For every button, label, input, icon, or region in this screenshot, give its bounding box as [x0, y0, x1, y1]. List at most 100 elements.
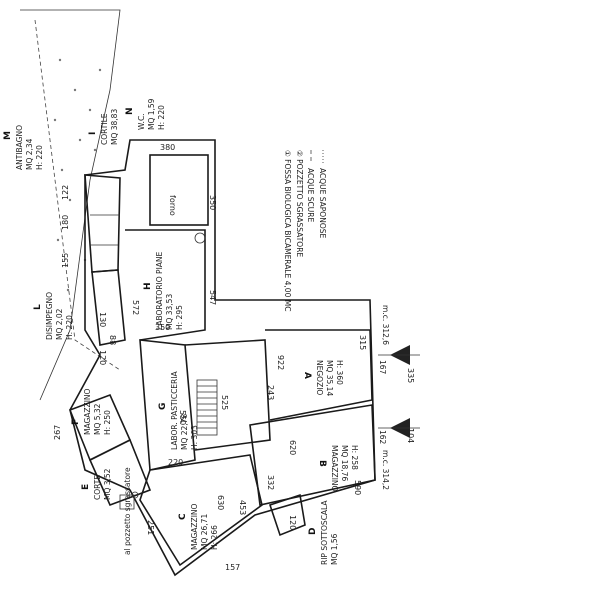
svg-text:MAGAZZINO: MAGAZZINO [83, 388, 92, 435]
svg-text:MAGAZZINO: MAGAZZINO [190, 503, 199, 550]
svg-text:MQ 26,71: MQ 26,71 [200, 514, 209, 550]
svg-text:CORTILE: CORTILE [100, 113, 109, 145]
svg-text:MQ 3,52: MQ 3,52 [103, 468, 112, 500]
svg-text:157: 157 [225, 563, 240, 572]
entrance-lines [378, 354, 420, 429]
svg-text:MQ 5,32: MQ 5,32 [93, 403, 102, 435]
svg-text:H: 360: H: 360 [335, 360, 344, 385]
vent-symbol-icon [194, 232, 206, 244]
room-c-label: C MAGAZZINO MQ 26,71 H: 266 [178, 503, 219, 550]
room-m-label: M ANTIBAGNO MQ 2,34 H: 220 [3, 125, 44, 170]
room-e-label: E CORTE MQ 3,52 [81, 468, 112, 500]
svg-text:332: 332 [266, 475, 275, 490]
staircase [196, 379, 218, 436]
svg-text:A: A [302, 372, 312, 379]
room-n-label: N W.C. MQ 1,59 H: 220 [125, 98, 166, 130]
svg-text:E: E [81, 484, 91, 490]
room-f-label: F MAGAZZINO MQ 5,32 H: 250 [71, 388, 112, 435]
svg-text:ACQUE SAPONOSE: ACQUE SAPONOSE [318, 168, 327, 238]
svg-text:550: 550 [178, 410, 187, 425]
svg-text:I: I [88, 132, 98, 135]
svg-text:B: B [317, 460, 327, 467]
svg-text:L: L [33, 304, 43, 310]
svg-text:155: 155 [61, 253, 70, 268]
svg-text:H: 303: H: 303 [190, 425, 199, 450]
svg-text:ACQUE SCURE: ACQUE SCURE [306, 168, 315, 222]
svg-text:H: 220: H: 220 [35, 145, 44, 170]
svg-text:M: M [3, 131, 13, 140]
svg-text:H: 250: H: 250 [103, 410, 112, 435]
svg-text:MQ 35,14: MQ 35,14 [325, 360, 334, 396]
svg-text:130: 130 [98, 312, 107, 327]
wall-laboratorio [125, 229, 206, 341]
svg-text:525: 525 [220, 395, 229, 410]
boundary-line [20, 9, 121, 401]
wall-negozio [265, 329, 373, 421]
legend: ① FOSSA BIOLOGICA BICAMERALE 4,00 MC ② P… [283, 150, 327, 311]
svg-text:180: 180 [61, 215, 70, 230]
svg-text:104: 104 [406, 428, 415, 443]
boundary-dashed [34, 19, 121, 371]
svg-text:② POZZETTO SGRASSATORE: ② POZZETTO SGRASSATORE [295, 150, 304, 257]
wall-disimpegno [91, 269, 126, 346]
wall-corte-e [88, 438, 152, 507]
svg-text:MQ 18,76: MQ 18,76 [340, 445, 349, 481]
svg-text:m.c. 314,2: m.c. 314,2 [381, 450, 390, 490]
pozzetto-symbol-icon [131, 491, 139, 499]
pozzetto-note: al pozzetto sgrassatore [123, 467, 132, 555]
svg-text:ANTIBAGNO: ANTIBAGNO [15, 125, 24, 170]
svg-text:453: 453 [238, 500, 247, 515]
room-a-label: A NEGOZIO MQ 35,14 H: 360 [302, 360, 344, 396]
svg-text:H: 266: H: 266 [210, 525, 219, 550]
svg-text:m.c. 312,6: m.c. 312,6 [381, 305, 390, 345]
svg-text:D: D [308, 528, 318, 535]
svg-text:CORTE: CORTE [93, 475, 102, 500]
svg-text:162: 162 [378, 430, 387, 445]
wall-sottoscala [268, 493, 306, 537]
svg-text:335: 335 [406, 368, 415, 383]
svg-text:88: 88 [108, 335, 117, 345]
svg-text:G: G [158, 403, 168, 410]
wall-wc-antibagno [84, 174, 121, 273]
wall-negozio-left [184, 339, 271, 451]
svg-text:547: 547 [208, 290, 217, 305]
svg-text:572: 572 [131, 300, 140, 315]
svg-text:al pozzetto sgrassatore: al pozzetto sgrassatore [123, 467, 132, 555]
cortile-texture [53, 58, 102, 292]
svg-text:H: 258: H: 258 [350, 445, 359, 470]
svg-text:NEGOZIO: NEGOZIO [315, 360, 324, 395]
svg-text:630: 630 [216, 495, 225, 510]
svg-text:LABORATORIO PIANE: LABORATORIO PIANE [155, 251, 164, 330]
svg-text:350: 350 [208, 195, 217, 210]
svg-text:MQ 1,56: MQ 1,56 [330, 533, 339, 565]
room-b-label: B MAGAZZINO MQ 18,76 H: 258 [317, 445, 359, 492]
svg-text:RIP SOTTOSCALA: RIP SOTTOSCALA [320, 500, 329, 565]
room-h-label: H LABORATORIO PIANE MQ 33,53 H: 295 [143, 251, 184, 330]
svg-text:LABOR. PASTICCERIA: LABOR. PASTICCERIA [170, 371, 179, 450]
svg-text:MAGAZZINO: MAGAZZINO [330, 445, 339, 492]
svg-text:251: 251 [146, 520, 155, 535]
pozzetto-box [119, 494, 135, 510]
forno-label: forno [168, 195, 177, 216]
room-l-label: L DISIMPEGNO MQ 2,02 H: 220 [33, 292, 74, 340]
level-labels: m.c. 312,6 m.c. 314,2 167 162 [378, 305, 390, 490]
svg-text:380: 380 [160, 143, 175, 152]
wall-magazzino-c [139, 454, 263, 567]
svg-text:167: 167 [378, 360, 387, 375]
svg-text:243: 243 [266, 385, 275, 400]
svg-text:C: C [178, 513, 188, 520]
svg-text:H: 295: H: 295 [175, 305, 184, 330]
svg-text:① FOSSA BIOLOGICA BICAMERALE 4: ① FOSSA BIOLOGICA BICAMERALE 4,00 MC [283, 150, 292, 311]
wall-pasticceria [139, 339, 196, 471]
svg-text:MQ 22,78: MQ 22,78 [180, 414, 189, 450]
svg-text:H: 220: H: 220 [65, 315, 74, 340]
wall-magazzino-b [249, 404, 376, 506]
svg-text:MQ 1,59: MQ 1,59 [147, 98, 156, 130]
building-outline [69, 139, 376, 577]
svg-text:590: 590 [353, 480, 362, 495]
svg-text:120: 120 [98, 350, 107, 365]
svg-text:N: N [125, 107, 135, 115]
room-d-label: D RIP SOTTOSCALA MQ 1,56 [308, 500, 339, 565]
svg-text:267: 267 [53, 425, 62, 440]
